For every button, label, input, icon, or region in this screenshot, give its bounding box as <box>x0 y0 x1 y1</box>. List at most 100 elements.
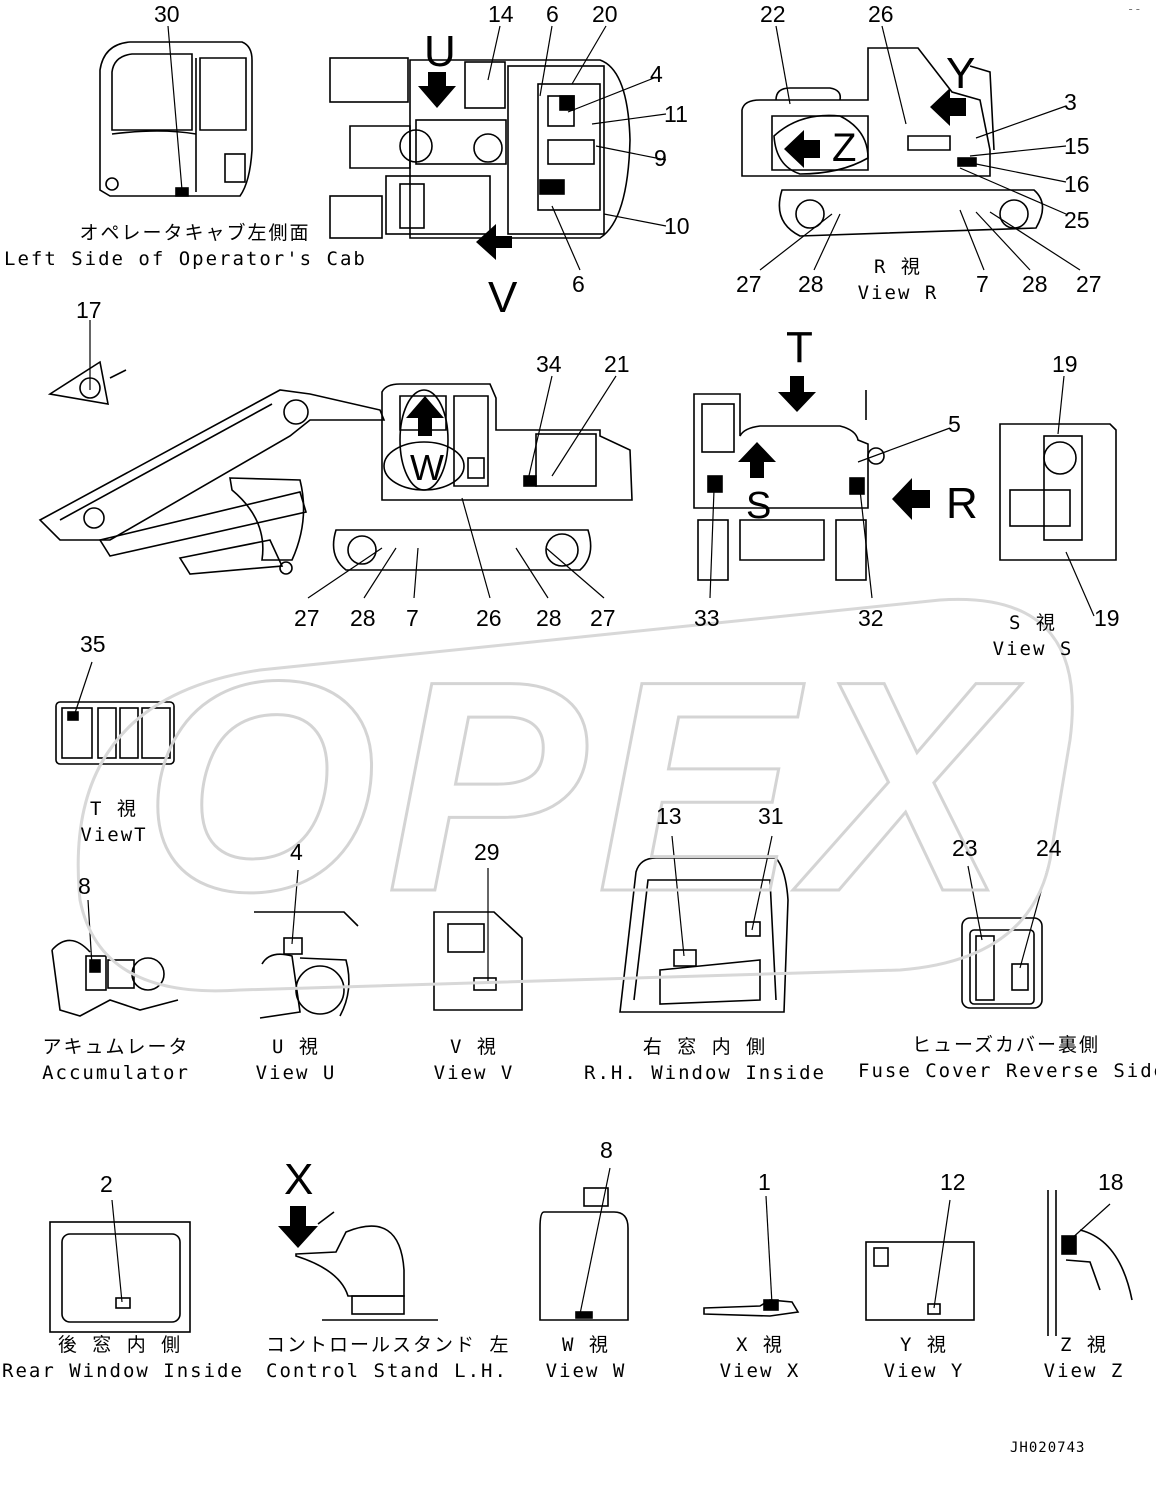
part-number-callout: 17 <box>76 297 102 323</box>
caption-view-v-jp: V 視 <box>450 1036 498 1058</box>
part-number-callout: 12 <box>940 1169 966 1195</box>
caption-fuse-cover-en: Fuse Cover Reverse Side <box>858 1060 1156 1082</box>
caption-view-t-jp: T 視 <box>90 798 138 820</box>
machine-rear-view <box>693 390 885 581</box>
caption-view-u-en: View U <box>255 1062 337 1084</box>
part-number-callout: 9 <box>654 145 667 171</box>
view-s-drawing <box>999 423 1117 561</box>
arrow-w <box>406 396 444 436</box>
caption-view-t-en: ViewT <box>80 824 148 846</box>
caption-control-stand-en: Control Stand L.H. <box>266 1360 508 1382</box>
part-number-callout: 27 <box>736 271 762 297</box>
corner-mark: -- <box>1127 2 1142 16</box>
arrow-x <box>278 1206 318 1248</box>
part-number-callout: 3 <box>1064 89 1077 115</box>
arrow-y <box>930 88 966 126</box>
caption-accumulator-en: Accumulator <box>42 1062 190 1084</box>
arrow-u <box>418 72 456 108</box>
upper-structure-top-view <box>329 57 631 239</box>
part-number-callout: 27 <box>294 605 320 631</box>
part-number-callout: 4 <box>290 839 303 865</box>
part-number-callout: 28 <box>798 271 824 297</box>
caption-view-w-jp: W 視 <box>562 1334 610 1356</box>
part-number-callout: 18 <box>1098 1169 1124 1195</box>
arrow-r <box>892 478 930 520</box>
view-circles <box>399 114 869 491</box>
caption-view-w-en: View W <box>545 1360 627 1382</box>
view-u-drawing <box>254 911 359 1019</box>
part-number-callout: 28 <box>536 605 562 631</box>
caption-left-cab-en: Left Side of Operator's Cab <box>4 248 367 270</box>
part-number-callout: 23 <box>952 835 978 861</box>
caption-control-stand-jp: コントロールスタンド 左 <box>266 1334 511 1356</box>
arrow-v <box>476 224 512 260</box>
arrow-z <box>784 130 820 168</box>
arrow-s <box>738 442 776 478</box>
view-y-drawing <box>865 1241 975 1321</box>
part-number-callout: 20 <box>592 1 618 27</box>
part-number-callout: 5 <box>948 411 961 437</box>
view-letter-y: Y <box>946 49 976 98</box>
drawing-code: JH020743 <box>1010 1440 1086 1456</box>
view-w-drawing <box>539 1187 629 1321</box>
part-number-callout: 7 <box>976 271 989 297</box>
part-number-callout: 7 <box>406 605 419 631</box>
caption-view-y-jp: Y 視 <box>900 1334 948 1356</box>
part-number-callout: 26 <box>476 605 502 631</box>
caption-view-x-jp: X 視 <box>736 1334 784 1356</box>
caption-view-z-jp: Z 視 <box>1060 1334 1108 1356</box>
caption-view-s-jp: S 視 <box>1009 612 1057 634</box>
view-letter-t: T <box>786 323 813 372</box>
control-stand-drawing <box>295 1211 438 1321</box>
part-number-callout: 30 <box>154 1 180 27</box>
caption-view-y-en: View Y <box>883 1360 965 1382</box>
part-number-callout: 8 <box>78 873 91 899</box>
view-t-fuse-box <box>55 701 175 765</box>
view-letter-w: W <box>410 447 444 488</box>
view-letter-z: Z <box>832 126 857 170</box>
part-number-callout: 28 <box>1022 271 1048 297</box>
part-number-callout: 4 <box>650 61 663 87</box>
caption-view-x-en: View X <box>719 1360 801 1382</box>
caption-left-cab-jp: オペレータキャブ左側面 <box>79 222 311 244</box>
view-letter-v: V <box>488 273 518 322</box>
part-number-callout: 33 <box>694 605 720 631</box>
part-number-callout: 32 <box>858 605 884 631</box>
view-letter-u: U <box>424 27 456 76</box>
caption-rear-window-jp: 後 窓 内 側 <box>57 1334 183 1356</box>
caption-rh-window-en: R.H. Window Inside <box>584 1062 826 1084</box>
caption-fuse-cover-jp: ヒューズカバー裏側 <box>911 1034 1101 1056</box>
caption-view-s-en: View S <box>992 638 1074 660</box>
view-z-drawing <box>1047 1190 1133 1336</box>
view-letter-x: X <box>284 1155 314 1204</box>
caption-accumulator-jp: アキュムレータ <box>42 1036 190 1058</box>
caption-view-r-jp: R 視 <box>874 256 922 278</box>
part-number-callout: 14 <box>488 1 514 27</box>
part-number-callout: 6 <box>572 271 585 297</box>
caption-view-z-en: View Z <box>1043 1360 1125 1382</box>
part-number-callout: 8 <box>600 1137 613 1163</box>
part-number-callout: 1 <box>758 1169 771 1195</box>
part-number-callout: 19 <box>1052 351 1078 377</box>
view-letter-r: R <box>946 479 978 528</box>
part-number-callout: 29 <box>474 839 500 865</box>
part-number-callout: 11 <box>664 101 688 127</box>
part-number-callout: 34 <box>536 351 562 377</box>
caption-view-u-jp: U 視 <box>272 1036 320 1058</box>
part-number-callout: 31 <box>758 803 784 829</box>
caption-rear-window-en: Rear Window Inside <box>2 1360 244 1382</box>
view-v-panel <box>433 911 523 1011</box>
label-17-icon <box>47 360 127 405</box>
part-number-callout: 6 <box>546 1 559 27</box>
part-number-callout: 26 <box>868 1 894 27</box>
leader-lines <box>73 25 1111 1315</box>
part-number-callout: 19 <box>1094 605 1120 631</box>
part-number-callout: 16 <box>1064 171 1090 197</box>
part-number-callout: 27 <box>1076 271 1102 297</box>
machine-right-side-view <box>741 47 1044 237</box>
part-number-callout: 25 <box>1064 207 1090 233</box>
rear-window-inside-drawing <box>49 1221 191 1333</box>
part-number-callout: 21 <box>604 351 630 377</box>
caption-view-v-en: View V <box>433 1062 515 1084</box>
